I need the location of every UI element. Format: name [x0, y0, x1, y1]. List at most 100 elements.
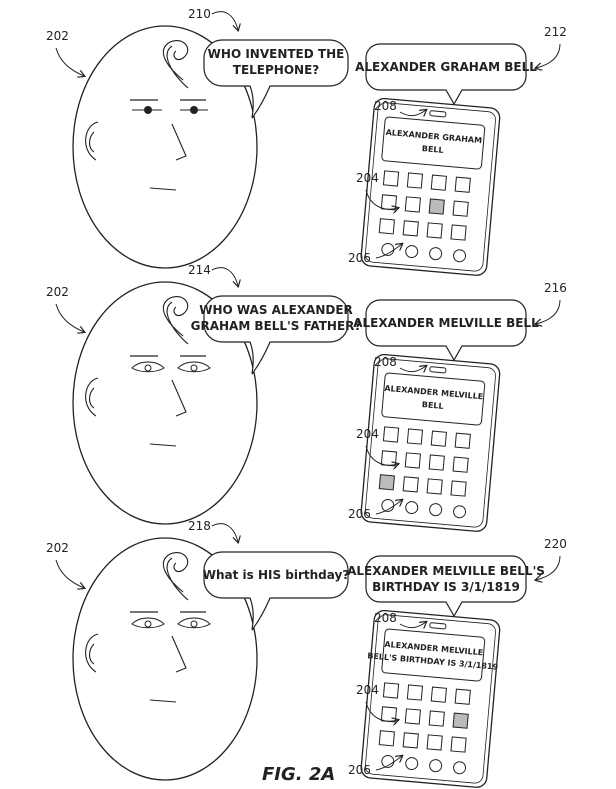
- app-icon: [378, 474, 395, 491]
- app-icon: [426, 222, 443, 239]
- device-button-icon: [429, 759, 443, 773]
- left-eye-icon: [131, 361, 165, 373]
- answer-speech-bubble: ALEXANDER MELVILLE BELL: [353, 299, 539, 362]
- app-icon: [404, 452, 421, 469]
- app-icon: [402, 476, 419, 493]
- app-icon: [450, 736, 467, 753]
- right-eye-icon: [177, 617, 211, 629]
- app-icon: [452, 712, 469, 729]
- person-head: [72, 281, 258, 525]
- ref-label-answer: 212: [544, 25, 567, 39]
- ref-label-head: 202: [46, 541, 69, 555]
- ref-label-question: 214: [188, 263, 211, 277]
- ref-label-screen: 206: [348, 507, 371, 521]
- app-icon: [452, 456, 469, 473]
- app-icon: [380, 450, 398, 467]
- app-icon: [382, 170, 400, 187]
- app-icon: [430, 430, 447, 447]
- device-button-icon: [453, 505, 467, 519]
- device-button-icon: [429, 503, 443, 517]
- ref-label-question: 210: [188, 7, 211, 21]
- app-icon: [382, 682, 400, 699]
- app-icon: [426, 478, 443, 495]
- ref-label-screen: 206: [348, 763, 371, 777]
- app-icon: [430, 174, 447, 191]
- app-icon: [402, 732, 419, 749]
- question-text-line: WHO WAS ALEXANDER: [199, 303, 353, 317]
- answer-speech-bubble: ALEXANDER GRAHAM BELL: [355, 43, 537, 106]
- device-screen: [381, 628, 486, 682]
- camera-icon: [429, 366, 447, 374]
- app-icon: [404, 708, 421, 725]
- question-text-line: What is HIS birthday?: [203, 568, 350, 582]
- app-icon: [428, 710, 445, 727]
- device-button-icon: [405, 245, 419, 259]
- question-speech-bubble: What is HIS birthday?: [203, 551, 350, 631]
- camera-icon: [429, 622, 447, 630]
- ref-label-camera: 208: [374, 99, 397, 113]
- app-icon: [402, 220, 419, 237]
- device-screen: [381, 116, 486, 170]
- app-icon: [406, 172, 424, 189]
- answer-speech-bubble: ALEXANDER MELVILLE BELL'S BIRTHDAY IS 3/1…: [347, 555, 545, 618]
- app-icon: [380, 194, 398, 211]
- right-eye-icon: [177, 361, 211, 373]
- app-icon: [430, 686, 447, 703]
- camera-icon: [429, 110, 447, 118]
- ref-label-head: 202: [46, 285, 69, 299]
- question-speech-bubble: WHO WAS ALEXANDER GRAHAM BELL'S FATHER?: [191, 295, 362, 375]
- app-icon: [452, 200, 469, 217]
- device-button-icon: [405, 757, 419, 771]
- device-button-icon: [405, 501, 419, 515]
- app-icon: [454, 432, 471, 449]
- app-icon: [380, 706, 398, 723]
- answer-text-line: ALEXANDER MELVILLE BELL'S: [347, 564, 545, 578]
- ref-label-question: 218: [188, 519, 211, 533]
- person-head: [72, 25, 258, 269]
- ref-label-device: 204: [356, 683, 379, 697]
- question-text-line: WHO INVENTED THE: [208, 47, 345, 61]
- question-text-line: GRAHAM BELL'S FATHER?: [191, 319, 362, 333]
- app-icon: [404, 196, 421, 213]
- device-screen-text-line: BELL: [421, 400, 443, 411]
- answer-text-line: ALEXANDER MELVILLE BELL: [353, 316, 539, 330]
- app-icon: [450, 224, 467, 241]
- question-speech-bubble: WHO INVENTED THE TELEPHONE?: [203, 39, 349, 119]
- app-icon: [382, 426, 400, 443]
- ref-label-answer: 216: [544, 281, 567, 295]
- app-icon: [428, 454, 445, 471]
- app-icon: [454, 176, 471, 193]
- app-icon: [426, 734, 443, 751]
- ref-label-device: 204: [356, 427, 379, 441]
- ref-label-head: 202: [46, 29, 69, 43]
- question-text-line: TELEPHONE?: [233, 63, 320, 77]
- app-icon: [378, 730, 395, 747]
- app-icon: [406, 428, 424, 445]
- ref-label-camera: 208: [374, 611, 397, 625]
- answer-text-line: ALEXANDER GRAHAM BELL: [355, 60, 537, 74]
- app-icon: [450, 480, 467, 497]
- left-eye-icon: [131, 617, 165, 629]
- app-icon: [454, 688, 471, 705]
- app-icon: [406, 684, 424, 701]
- device-button-icon: [453, 761, 467, 775]
- answer-text-line: BIRTHDAY IS 3/1/1819: [372, 580, 520, 594]
- figure-label: FIG. 2A: [262, 764, 335, 785]
- device-button-icon: [453, 249, 467, 263]
- ref-label-camera: 208: [374, 355, 397, 369]
- device-button-icon: [429, 247, 443, 261]
- device-screen-text-line: BELL: [421, 144, 443, 155]
- ref-label-screen: 206: [348, 251, 371, 265]
- device-screen: [381, 372, 486, 426]
- ref-label-answer: 220: [544, 537, 567, 551]
- ref-label-device: 204: [356, 171, 379, 185]
- app-icon: [428, 198, 445, 215]
- person-head: [72, 537, 258, 781]
